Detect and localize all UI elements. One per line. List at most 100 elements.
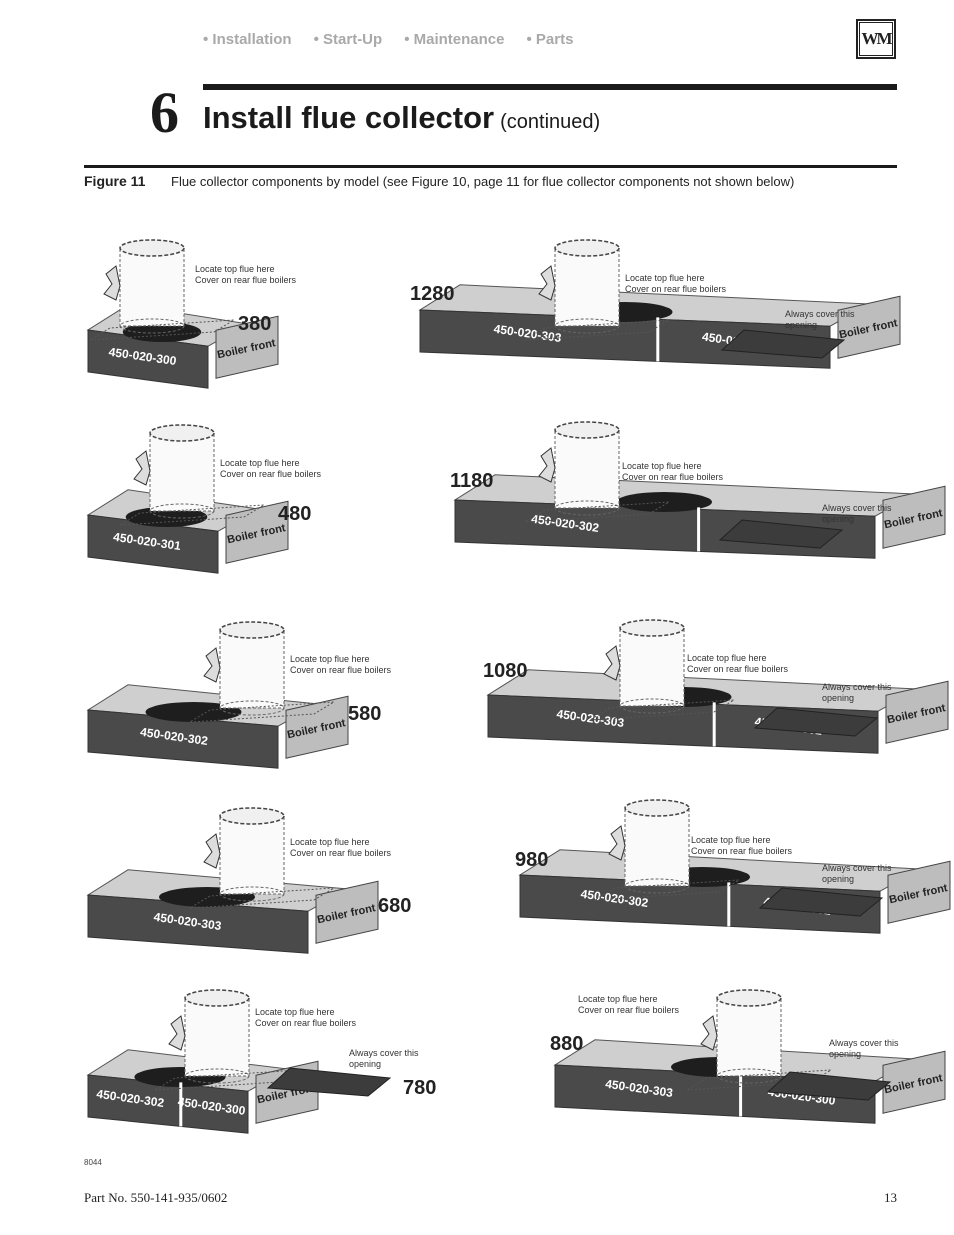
nav-parts[interactable]: • Parts [526,31,574,48]
callout-text: opening [822,514,854,524]
cover-plate [753,707,879,737]
callout-text: Locate top flue here [691,835,771,845]
flue-can-top [219,807,285,825]
section-rule [84,165,897,168]
figure-label: Figure 11 [84,173,146,189]
flue-can-top [119,239,185,257]
flue-can-top [554,421,620,439]
callout-text: Locate top flue here [195,264,275,274]
flue-clamp [608,825,626,861]
flue-clamp [538,265,556,301]
model-number-label: 380 [238,313,271,335]
callout-text: Cover on rear flue boilers [691,846,793,856]
flue-can-bottom [184,1068,250,1084]
model-number-label: 1280 [410,283,455,305]
callout-text: opening [822,693,854,703]
nav-start-up[interactable]: • Start-Up [313,31,383,48]
drawing-code: 8044 [84,1158,102,1167]
collector-opening [145,702,242,722]
flue-can-top [624,799,690,817]
flue-clamp [103,265,121,301]
cover-plate [758,887,884,917]
callout-text: Cover on rear flue boilers [578,1005,680,1015]
flue-can-bottom [624,878,690,894]
flue-can-body [554,429,620,509]
nav-maintenance[interactable]: • Maintenance [404,31,505,48]
model-number-label: 1180 [450,470,493,492]
flue-can-top [219,621,285,639]
section-number: 6 [150,80,179,145]
flue-can-top [716,989,782,1007]
footer-part-number: Part No. 550-141-935/0602 [84,1190,228,1205]
callout-text: Locate top flue here [578,994,658,1004]
flue-can-body [184,997,250,1077]
top-nav: • Installation • Start-Up • Maintenance … [203,31,573,48]
model-number-label: 580 [348,703,381,725]
callout-text: Cover on rear flue boilers [290,848,392,858]
callout-text: Cover on rear flue boilers [625,284,727,294]
flue-can-bottom [554,318,620,334]
nav-installation[interactable]: • Installation [203,31,292,48]
callout-text: Always cover this [822,863,892,873]
flue-can-top [619,619,685,637]
boiler-front-panel [882,1050,946,1114]
figure-caption: Flue collector components by model (see … [171,174,795,189]
flue-can-bottom [119,318,185,334]
callout-text: Always cover this [829,1038,899,1048]
callout-text: Locate top flue here [290,654,370,664]
callout-text: Locate top flue here [255,1007,335,1017]
flue-can-bottom [716,1068,782,1084]
callout-text: Always cover this [822,682,892,692]
boiler-front-panel [885,680,949,744]
logo-mark: WM [859,22,893,56]
base-front-face [87,894,309,954]
flue-can-bottom [219,886,285,902]
flue-can-body [624,807,690,887]
callout-text: Locate top flue here [625,273,705,283]
model-number-label: 880 [550,1033,583,1055]
callout-text: Cover on rear flue boilers [687,664,789,674]
boiler-front-panel [887,860,951,924]
callout-text: opening [785,320,817,330]
flue-clamp [168,1015,186,1051]
flue-clamp [133,450,151,486]
collector-opening [125,507,208,527]
flue-can-body [619,627,685,707]
callout-text: Cover on rear flue boilers [622,472,724,482]
brand-logo: WM [856,19,896,59]
callout-text: Locate top flue here [290,837,370,847]
callout-text: opening [349,1059,381,1069]
flue-can-body [554,247,620,327]
boiler-front-panel [315,880,379,944]
flue-can-top [554,239,620,257]
flue-clamp [538,447,556,483]
flue-can-body [219,815,285,895]
page-number: 13 [884,1190,897,1205]
cover-plate [720,329,846,359]
flue-clamp [203,647,221,683]
callout-text: Always cover this [785,309,855,319]
callout-text: Cover on rear flue boilers [220,469,322,479]
cover-plate [718,519,844,549]
flue-can-body [149,432,215,512]
model-number-label: 680 [378,895,411,917]
callout-text: Cover on rear flue boilers [195,275,297,285]
callout-text: Cover on rear flue boilers [255,1018,357,1028]
flue-clamp [700,1015,718,1051]
page-title: Install flue collector(continued) [203,100,600,136]
boiler-front-panel [882,485,946,549]
callout-text: Cover on rear flue boilers [290,665,392,675]
callout-text: Always cover this [349,1048,419,1058]
base-front-face [419,309,831,369]
title-suffix: (continued) [500,111,601,133]
